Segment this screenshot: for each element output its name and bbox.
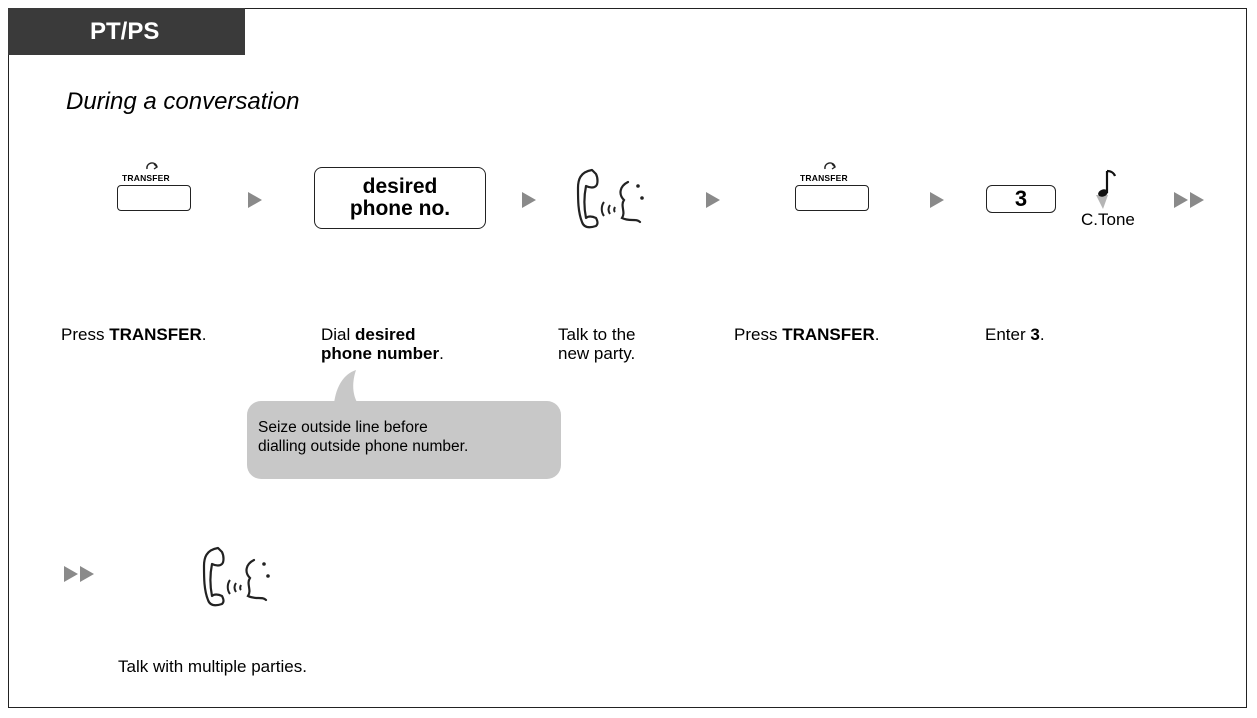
page-subtitle: During a conversation [66, 88, 300, 115]
step5-caption: Enter 3. [985, 325, 1045, 344]
step4-caption: Press TRANSFER. [734, 325, 880, 344]
arrow-icon [706, 192, 720, 208]
step1-caption: Press TRANSFER. [61, 325, 207, 344]
transfer-key-label: TRANSFER [800, 173, 848, 183]
final-caption: Talk with multiple parties. [118, 657, 307, 676]
dial-box-line1: desired [362, 175, 438, 198]
music-note-icon [1096, 169, 1117, 209]
step2-caption: Dial desired phone number. [321, 325, 444, 363]
arrow-icon [522, 192, 536, 208]
header-tab: PT/PS [8, 8, 245, 55]
transfer-key-box [117, 185, 191, 211]
transfer-key-label: TRANSFER [122, 173, 170, 183]
dial-number-box: desired phone no. [314, 167, 486, 229]
note-line1: Seize outside line before [258, 419, 428, 436]
header-tab-label: PT/PS [90, 17, 160, 45]
transfer-curve-icon [146, 162, 159, 170]
note-line2: dialling outside phone number. [258, 438, 469, 455]
note-bubble: Seize outside line before dialling outsi… [247, 401, 561, 479]
key-3-box: 3 [986, 185, 1056, 213]
bubble-tail [334, 370, 358, 404]
talk-handset-icon [202, 546, 270, 607]
arrow-icon [248, 192, 262, 208]
key-3-label: 3 [1014, 186, 1028, 211]
arrow-icon [930, 192, 944, 208]
procedure-frame [8, 8, 1247, 708]
talk-handset-icon [576, 168, 644, 229]
transfer-curve-icon [824, 162, 837, 170]
dial-box-line2: phone no. [349, 197, 451, 220]
transfer-key-box [795, 185, 869, 211]
tone-label: C.Tone [1081, 210, 1135, 229]
